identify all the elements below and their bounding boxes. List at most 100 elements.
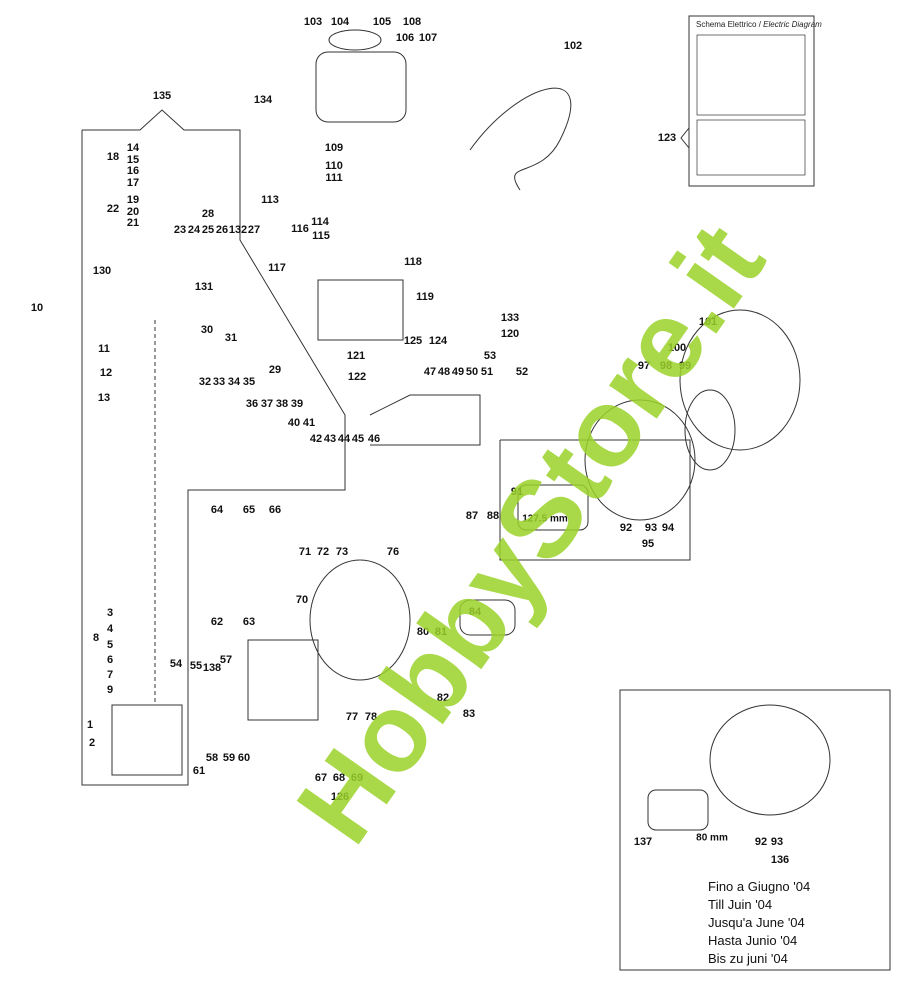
part-label: 17 [126,177,140,189]
date-note: Bis zu juni '04 [708,951,788,966]
part-label: 11 [98,343,110,355]
part-label: 97 [637,360,651,372]
date-note: Till Juin '04 [708,897,773,912]
part-label: 80 [416,626,430,638]
part-label: 135 [152,90,172,102]
part-label: 22 [106,203,120,215]
part-label: 29 [268,364,282,376]
part-label: 69 [350,772,364,784]
old-rotor [647,789,709,831]
old-rotor-length-label: 80 mm [696,832,728,844]
part-label: 82 [436,692,450,704]
pump-manifold [111,704,183,776]
part-label: 33 [212,376,226,388]
part-label: 93 [644,522,658,534]
part-label: 48 [437,366,451,378]
part-label: 137 [633,836,653,848]
crankcase [309,559,411,681]
date-note: Jusqu'a June '04 [708,915,805,930]
part-label: 32 [198,376,212,388]
part-label: 44 [337,433,351,445]
part-label: 104 [330,16,350,28]
part-label: 61 [192,765,206,777]
part-label: 59 [222,752,236,764]
part-label: 121 [346,350,366,362]
pump-body [247,639,319,721]
part-label: 1 [86,719,94,731]
part-label: 8 [92,632,100,644]
power-cable [469,87,572,191]
capacitor [459,599,516,636]
part-label: 71 [298,546,312,558]
part-label: 66 [268,504,282,516]
part-label: 41 [302,417,316,429]
part-label: 31 [224,332,238,344]
part-label: 100 [667,342,687,354]
part-label: 64 [210,504,224,516]
part-label: 9 [106,684,114,696]
part-label: 52 [515,366,529,378]
part-label: 51 [480,366,494,378]
electric-box [317,279,404,341]
part-label: 21 [126,217,140,229]
part-label: 120 [500,328,520,340]
part-label: 138 [202,662,222,674]
part-label: 125 [403,335,423,347]
part-label: 45 [351,433,365,445]
part-label: 72 [316,546,330,558]
electric-box-cover [315,51,407,123]
part-label: 68 [332,772,346,784]
part-label: 108 [402,16,422,28]
part-label: 103 [303,16,323,28]
rotor-length-label: 127.5 mm [522,513,568,525]
part-label: 94 [661,522,675,534]
part-label: 7 [106,669,114,681]
part-label: 25 [201,224,215,236]
part-label: 117 [268,262,286,274]
part-label: 16 [126,165,140,177]
part-label: 28 [201,208,215,220]
part-label: 114 [311,216,329,228]
part-label: 5 [106,639,114,651]
part-label: 99 [678,360,692,372]
part-label: 40 [287,417,301,429]
fan-cover [679,309,801,451]
part-label: 53 [483,350,497,362]
part-label: 116 [291,223,309,235]
part-label: 115 [312,230,330,242]
part-label: 132 [228,224,248,236]
part-label: 122 [347,371,367,383]
part-label: 24 [187,224,201,236]
electric-diagram-title: Schema Elettrico / Electric Diagram [696,20,822,29]
part-label: 106 [395,32,415,44]
part-label: 124 [428,335,448,347]
part-label: 134 [253,94,273,106]
part-label: 30 [200,324,214,336]
old-motor-box [619,689,891,971]
title-en: Electric Diagram [763,20,822,29]
date-note: Hasta Junio '04 [708,933,798,948]
part-label: 98 [659,360,673,372]
part-label: 119 [416,291,434,303]
part-label: 62 [210,616,224,628]
part-label: 107 [418,32,438,44]
part-label: 87 [465,510,479,522]
pump-group-outline [81,109,346,786]
part-label: 36 [245,398,259,410]
part-label: 78 [364,711,378,723]
part-label: 92 [754,836,768,848]
part-label: 84 [468,606,482,618]
part-label: 10 [30,302,44,314]
part-label: 95 [641,538,655,550]
date-note: Fino a Giugno '04 [708,879,811,894]
part-label: 83 [462,708,476,720]
motor-group-outline [499,439,691,561]
part-label: 136 [770,854,790,866]
part-label: 93 [770,836,784,848]
part-label: 123 [657,132,677,144]
part-label: 81 [434,626,448,638]
part-label: 67 [314,772,328,784]
part-label: 133 [500,312,520,324]
part-label: 111 [325,172,343,184]
